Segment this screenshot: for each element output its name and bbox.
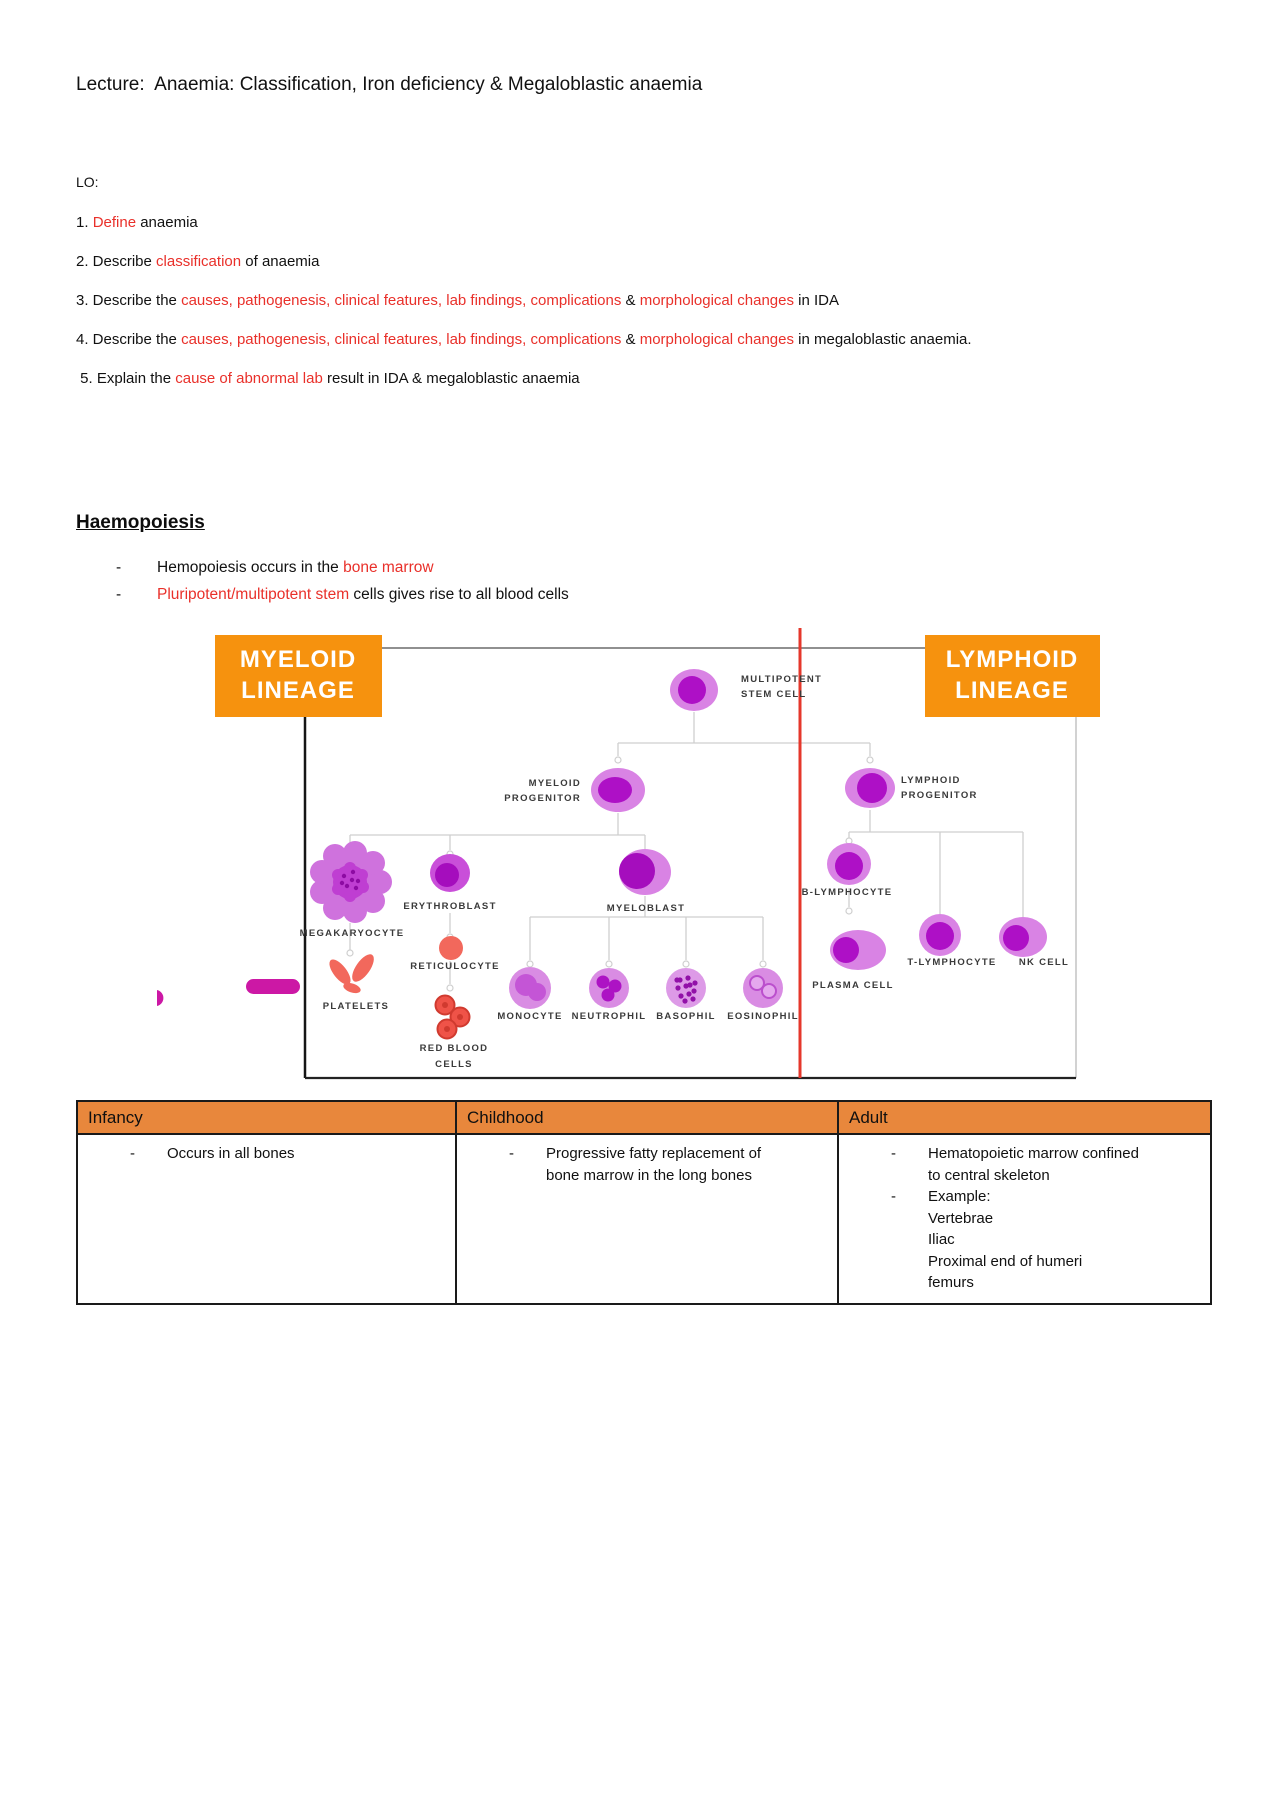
table-body-row: - Occurs in all bones - Progressive fatt… xyxy=(78,1135,1210,1303)
label-nk-cell: NK CELL xyxy=(1019,957,1069,968)
label-multipotent-1: MULTIPOTENT xyxy=(741,674,822,685)
lo-item-4: 4. Describe the causes, pathogenesis, cl… xyxy=(76,331,972,348)
table-bullet-dash: - xyxy=(891,1188,896,1205)
plasma-cell xyxy=(830,930,886,970)
lo-label: LO: xyxy=(76,174,99,190)
table-cell-childhood: - Progressive fatty replacement of bone … xyxy=(455,1135,837,1303)
table-line: to central skeleton xyxy=(928,1166,1050,1184)
red-blood-cells xyxy=(434,994,471,1040)
table-header-infancy: Infancy xyxy=(88,1107,143,1127)
bullet-item-1: - Hemopoiesis occurs in the bone marrow xyxy=(116,554,1016,581)
table-header-childhood: Childhood xyxy=(455,1102,837,1133)
table-cell-infancy: - Occurs in all bones xyxy=(78,1135,455,1303)
lymphoid-banner-line2: LINEAGE xyxy=(955,677,1069,704)
label-red-blood-2: CELLS xyxy=(435,1059,473,1070)
learning-objectives-list: 1. Define anaemia 2. Describe classifica… xyxy=(76,214,1196,409)
table-bullet-dash: - xyxy=(891,1145,896,1162)
table-line: bone marrow in the long bones xyxy=(546,1166,752,1184)
myeloid-progenitor-cell xyxy=(591,768,645,812)
table-line: Hematopoietic marrow confined xyxy=(928,1145,1139,1162)
table-cell-adult: - Hematopoietic marrow confined to centr… xyxy=(837,1135,1212,1303)
label-myeloblast: MYELOBLAST xyxy=(607,903,685,914)
platelets-cells xyxy=(329,954,374,994)
magenta-fragment-shapes xyxy=(157,979,300,1006)
myeloid-lineage-banner: MYELOID LINEAGE xyxy=(215,635,382,717)
label-reticulocyte: RETICULOCYTE xyxy=(410,961,500,972)
label-lymphoid-progenitor-1: LYMPHOID xyxy=(901,775,961,786)
neutrophil-cell xyxy=(589,968,629,1008)
lo-item-2: 2. Describe classification of anaemia xyxy=(76,253,320,270)
table-line: Vertebrae xyxy=(928,1209,994,1227)
myeloid-banner-line2: LINEAGE xyxy=(241,677,355,704)
myeloid-banner-line1: MYELOID xyxy=(240,646,356,673)
multipotent-stem-cell xyxy=(670,669,718,711)
page-title: Lecture: Anaemia: Classification, Iron d… xyxy=(76,74,703,95)
label-megakaryocyte: MEGAKARYOCYTE xyxy=(300,928,405,939)
basophil-cell xyxy=(666,968,706,1008)
lineage-diagram-svg: MYELOID LINEAGE LYMPHOID LINEAGE MULTIPO… xyxy=(157,628,1100,1080)
reticulocyte-cell xyxy=(439,936,463,960)
label-plasma-cell: PLASMA CELL xyxy=(812,980,894,991)
table-bullet-lines: Hematopoietic marrow confined to central… xyxy=(928,1143,1212,1186)
table-line: Proximal end of humeri xyxy=(928,1252,1083,1270)
label-platelets: PLATELETS xyxy=(323,1001,389,1012)
bullet-item-2: - Pluripotent/multipotent stem cells give… xyxy=(116,581,1016,608)
bullet-dash: - xyxy=(116,586,122,603)
bullet-text: Pluripotent/multipotent stem cells gives… xyxy=(157,586,569,603)
table-bullet: - Progressive fatty replacement of bone … xyxy=(457,1143,837,1186)
table-line: Occurs in all bones xyxy=(167,1145,295,1162)
label-multipotent-2: STEM CELL xyxy=(741,689,807,700)
tree-connectors xyxy=(349,712,1024,984)
label-b-lymphocyte: B-LYMPHOCYTE xyxy=(802,887,893,898)
nk-cell xyxy=(999,917,1047,957)
label-myeloid-progenitor-1: MYELOID xyxy=(529,778,581,789)
table-bullet-lines: Occurs in all bones xyxy=(167,1143,455,1165)
table-bullet-dash: - xyxy=(130,1145,135,1162)
table-line: femurs xyxy=(928,1274,974,1291)
eosinophil-cell xyxy=(743,968,783,1008)
table-bullet-dash: - xyxy=(509,1145,514,1162)
table-line: Progressive fatty replacement of xyxy=(546,1145,762,1162)
lymphoid-progenitor-cell xyxy=(845,768,895,808)
haemopoiesis-bullets: - Hemopoiesis occurs in the bone marrow -… xyxy=(116,554,1016,608)
bullet-dash: - xyxy=(116,559,122,576)
table-line: Example: xyxy=(928,1188,991,1205)
t-lymphocyte-cell xyxy=(919,914,961,956)
bullet-text: Hemopoiesis occurs in the bone marrow xyxy=(157,559,434,576)
erythroblast-cell xyxy=(430,854,470,892)
table-line: Iliac xyxy=(928,1231,955,1248)
myeloblast-cell xyxy=(619,849,671,895)
label-t-lymphocyte: T-LYMPHOCYTE xyxy=(907,957,996,968)
table-header-row: Infancy Childhood Adult xyxy=(78,1102,1210,1135)
label-erythroblast: ERYTHROBLAST xyxy=(403,901,496,912)
section-heading-haemopoiesis: Haemopoiesis xyxy=(76,512,205,533)
lymphoid-lineage-banner: LYMPHOID LINEAGE xyxy=(925,635,1100,717)
label-myeloid-progenitor-2: PROGENITOR xyxy=(504,793,581,804)
label-basophil: BASOPHIL xyxy=(656,1011,716,1022)
monocyte-cell xyxy=(509,967,551,1009)
table-bullet: - Example: Vertebrae Iliac Proximal end … xyxy=(839,1186,1212,1294)
megakaryocyte-cell xyxy=(310,841,392,923)
table-header-adult: Adult xyxy=(837,1102,1212,1133)
lymphoid-banner-line1: LYMPHOID xyxy=(946,646,1078,673)
lo-item-1: 1. Define anaemia xyxy=(76,214,198,231)
b-lymphocyte-cell xyxy=(827,843,871,885)
bone-marrow-table: Infancy Childhood Adult - Occurs in all … xyxy=(76,1100,1212,1305)
lo-item-3: 3. Describe the causes, pathogenesis, cl… xyxy=(76,292,839,309)
table-bullet: - Hematopoietic marrow confined to centr… xyxy=(839,1143,1212,1186)
label-monocyte: MONOCYTE xyxy=(497,1011,562,1022)
table-bullet-lines: Example: Vertebrae Iliac Proximal end of… xyxy=(928,1186,1212,1294)
label-lymphoid-progenitor-2: PROGENITOR xyxy=(901,790,978,801)
label-red-blood-1: RED BLOOD xyxy=(420,1043,489,1054)
lo-item-5: 5. Explain the cause of abnormal lab res… xyxy=(76,370,580,387)
table-bullet: - Occurs in all bones xyxy=(78,1143,455,1165)
label-eosinophil: EOSINOPHIL xyxy=(727,1011,799,1022)
haemopoiesis-diagram: MYELOID LINEAGE LYMPHOID LINEAGE MULTIPO… xyxy=(0,620,1280,1090)
label-neutrophil: NEUTROPHIL xyxy=(572,1011,647,1022)
table-bullet-lines: Progressive fatty replacement of bone ma… xyxy=(546,1143,837,1186)
